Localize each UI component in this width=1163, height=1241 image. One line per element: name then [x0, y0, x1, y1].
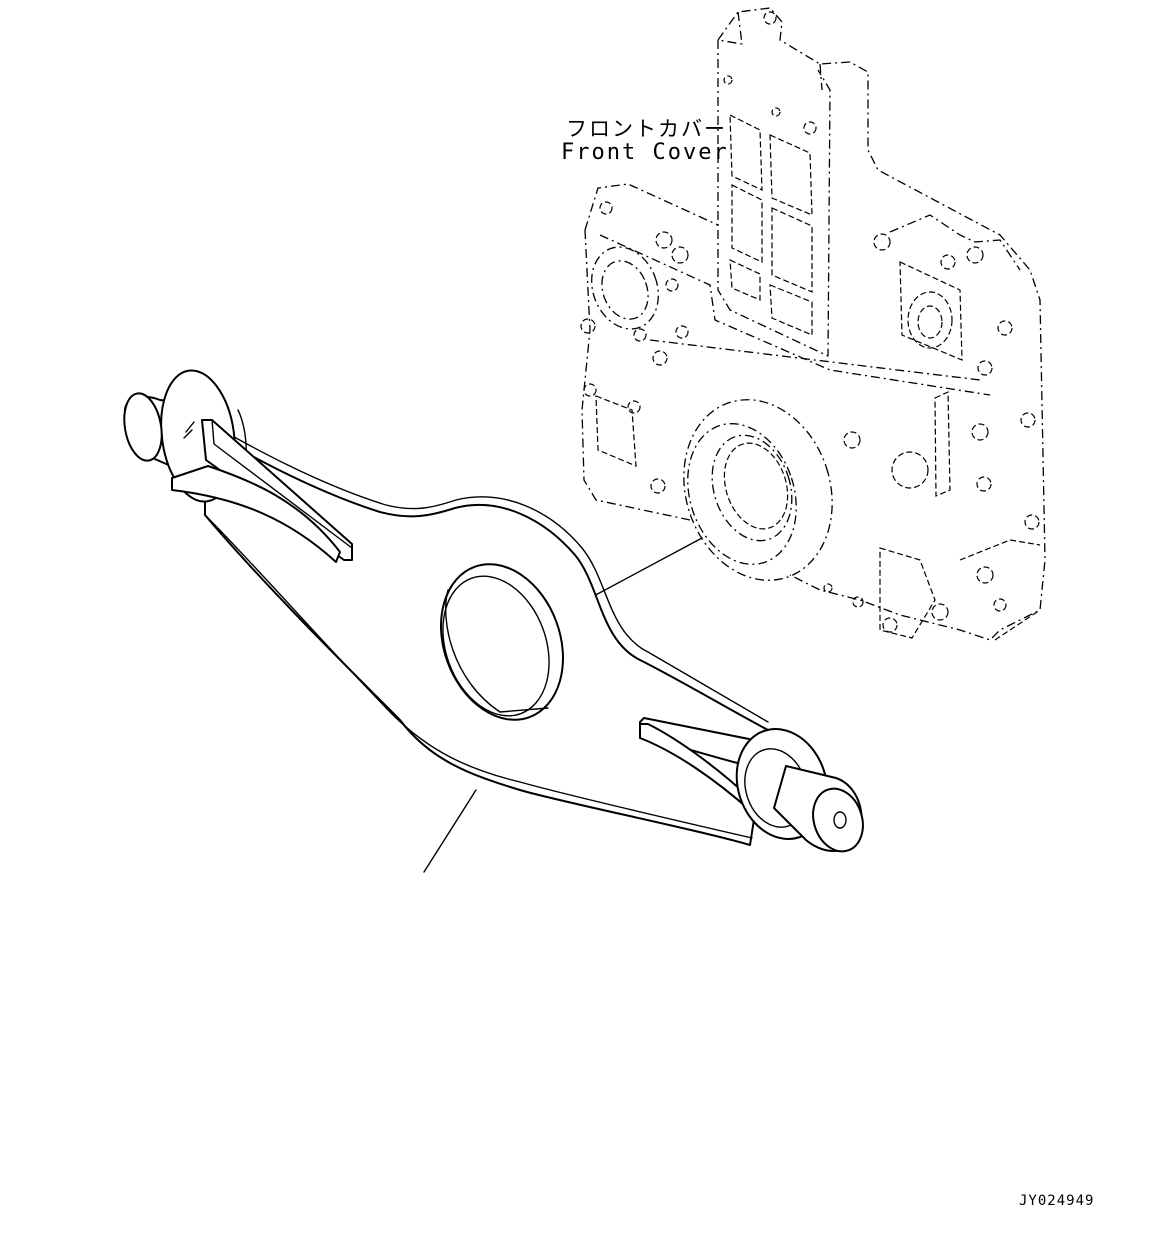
- front-cover-outline: [580, 7, 1046, 641]
- arm-part: [123, 369, 864, 853]
- front-cover-label-en: Front Cover: [561, 140, 729, 165]
- leader-front-cover: [589, 537, 703, 599]
- leader-lines: [423, 537, 703, 873]
- leader-arm: [423, 789, 477, 873]
- front-cover-label-jp: フロントカバー: [566, 117, 727, 141]
- drawing-code: JY024949: [1019, 1193, 1095, 1209]
